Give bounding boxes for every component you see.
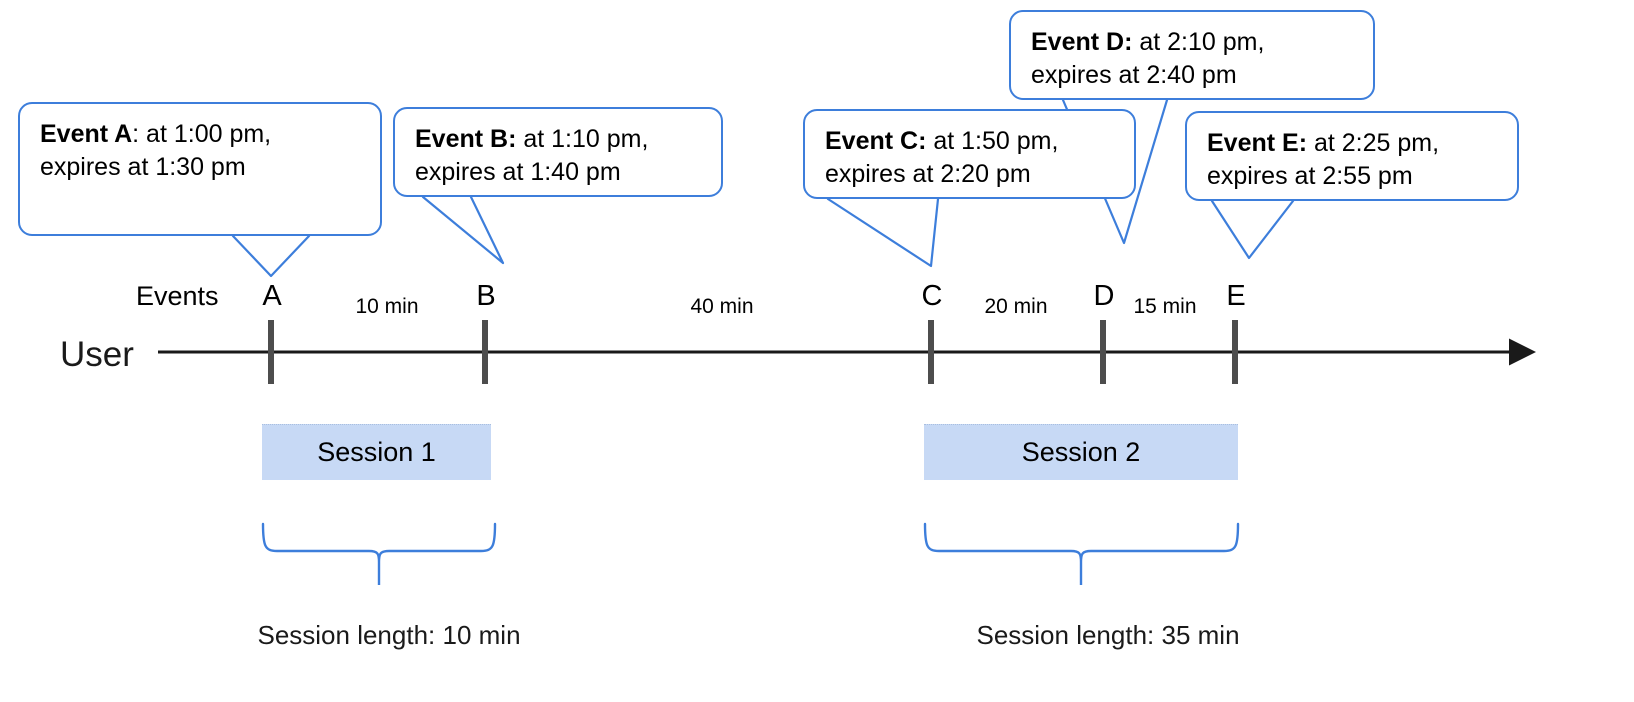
callout-b-title: Event B: <box>415 125 517 153</box>
gap-label-d-e: 15 min <box>1133 295 1197 318</box>
session-length-caption-2: Session length: 35 min <box>976 620 1240 650</box>
brace-session-1 <box>261 522 497 585</box>
callout-a-separator: : <box>132 120 140 148</box>
session-2-label: Session 2 <box>1021 437 1141 467</box>
callout-d-line1: Event D: at 2:10 pm, <box>1031 26 1355 59</box>
callout-e-time: at 2:25 pm, <box>1307 129 1440 157</box>
brace-session-2 <box>923 522 1240 585</box>
callout-e-line1: Event E: at 2:25 pm, <box>1207 127 1499 160</box>
session-box-1[interactable]: Session 1 <box>262 424 491 480</box>
event-tick-marks <box>268 320 1238 384</box>
gap-label-b-c: 40 min <box>690 295 754 318</box>
callout-e-line2: expires at 2:55 pm <box>1207 162 1413 190</box>
callout-tail-B <box>421 195 505 265</box>
session-box-2[interactable]: Session 2 <box>924 424 1238 480</box>
callout-c-time: at 1:50 pm, <box>926 127 1059 155</box>
callout-d-time: at 2:10 pm, <box>1132 28 1265 56</box>
callout-event-a[interactable]: Event A: at 1:00 pm, expires at 1:30 pm <box>18 102 382 236</box>
axis-row-label-user: User <box>60 335 134 374</box>
gap-label-c-d: 20 min <box>984 295 1048 318</box>
gap-label-a-b: 10 min <box>355 295 419 318</box>
callout-tail-E <box>1210 199 1295 260</box>
callout-b-line2: expires at 1:40 pm <box>415 158 621 186</box>
event-letter-e: E <box>1226 280 1246 312</box>
events-row-label: Events <box>136 281 219 311</box>
callout-tail-A <box>231 234 311 278</box>
session-1-label: Session 1 <box>317 437 436 467</box>
session-braces <box>261 522 1240 585</box>
session-length-caption-1: Session length: 10 min <box>257 620 521 650</box>
callout-a-time: at 1:00 pm, <box>139 120 272 148</box>
event-letter-c: C <box>921 280 943 312</box>
callout-e-title: Event E: <box>1207 129 1308 157</box>
callout-event-e[interactable]: Event E: at 2:25 pm, expires at 2:55 pm <box>1185 111 1519 201</box>
callout-b-line1: Event B: at 1:10 pm, <box>415 123 703 156</box>
event-letter-b: B <box>476 280 496 312</box>
callout-d-title: Event D: <box>1031 28 1133 56</box>
callout-event-b[interactable]: Event B: at 1:10 pm, expires at 1:40 pm <box>393 107 723 197</box>
callout-a-title: Event A <box>40 120 133 148</box>
callout-a-line2: expires at 1:30 pm <box>40 153 246 181</box>
event-letter-a: A <box>262 280 282 312</box>
callout-d-line2: expires at 2:40 pm <box>1031 61 1237 89</box>
callout-c-line2: expires at 2:20 pm <box>825 160 1031 188</box>
callout-event-d[interactable]: Event D: at 2:10 pm, expires at 2:40 pm <box>1009 10 1375 100</box>
callout-c-title: Event C: <box>825 127 927 155</box>
callout-event-c[interactable]: Event C: at 1:50 pm, expires at 2:20 pm <box>803 109 1136 199</box>
callout-a-line1: Event A: at 1:00 pm, <box>40 118 362 151</box>
event-letter-d: D <box>1093 280 1115 312</box>
callout-b-time: at 1:10 pm, <box>516 125 649 153</box>
callout-tail-C <box>826 197 940 268</box>
callout-c-line1: Event C: at 1:50 pm, <box>825 125 1116 158</box>
